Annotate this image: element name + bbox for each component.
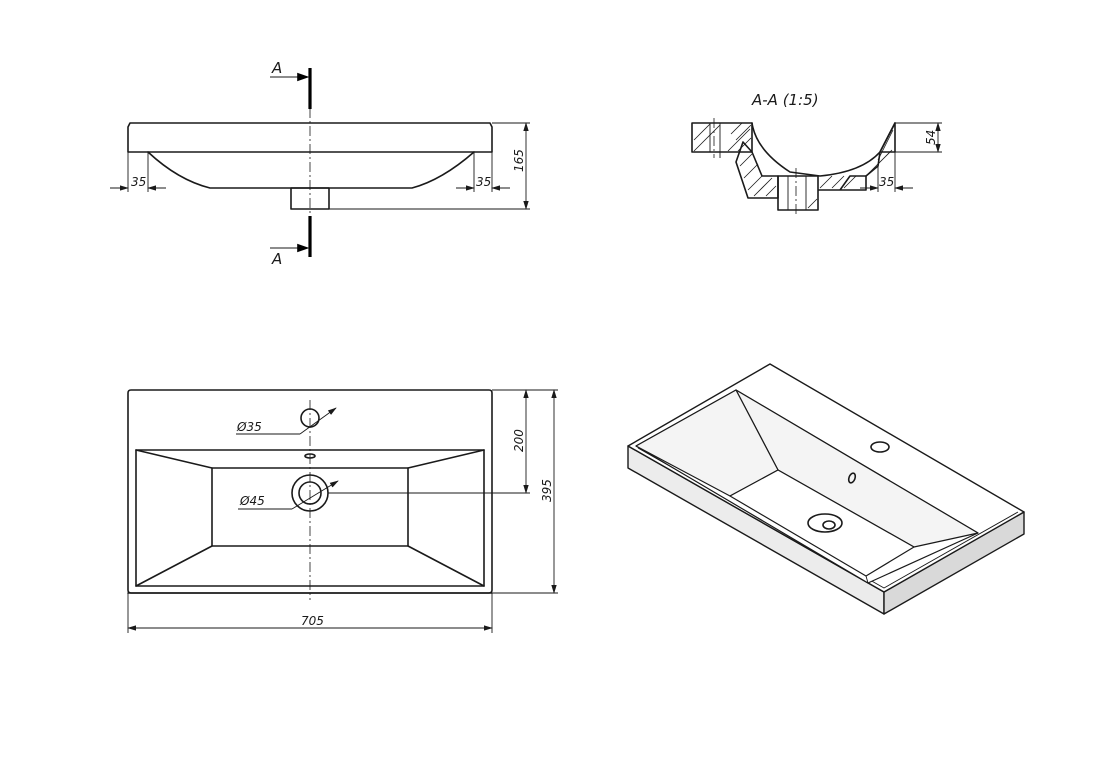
section-rim-hatch: [693, 122, 752, 152]
top-view-basin-corners: [135, 449, 485, 587]
section-rim-block: [691, 122, 753, 153]
dim-drain-pos-text: 200: [512, 429, 526, 452]
dim-rim-offset-text: 35: [879, 175, 894, 189]
section-right-hatch: [865, 129, 894, 177]
iso-drain-outer: [807, 513, 843, 533]
iso-tap-hole: [870, 441, 890, 453]
iso-drain-inner: [822, 520, 836, 530]
drain-diameter-text: Ø45: [239, 494, 265, 508]
dim-height-text: 165: [512, 149, 526, 172]
front-view-bowl: [147, 151, 475, 189]
isometric-view: [627, 363, 1025, 615]
iso-basin-floor: [729, 469, 915, 577]
dim-depth-text: 395: [540, 479, 554, 502]
section-view: A-A (1:5): [691, 91, 942, 216]
section-bowl-floor: [751, 122, 896, 177]
dim-right-offset-text: 35: [476, 175, 491, 189]
cut-label-top: A: [271, 59, 282, 77]
cut-label-bottom: A: [271, 250, 282, 268]
tap-hole-diameter-text: Ø35: [236, 420, 262, 434]
dim-rim-depth-text: 54: [924, 130, 938, 145]
section-outlet: [777, 175, 867, 211]
front-view: A A 35 35 165: [110, 59, 530, 268]
top-view: Ø35 Ø45 200 395 705: [127, 389, 558, 633]
iso-front-slope: [865, 575, 869, 584]
section-title: A-A (1:5): [751, 91, 819, 109]
section-right-rim: [865, 122, 896, 177]
tap-hole-leader-diag: [299, 407, 337, 435]
dim-left-offset-text: 35: [131, 175, 146, 189]
section-outlet-hatch: [807, 175, 857, 209]
section-wall-hatch: [739, 153, 777, 197]
iso-overflow-slot: [847, 472, 857, 484]
drain-leader-diag: [291, 480, 339, 510]
section-wall: [735, 141, 779, 199]
dim-width-text: 705: [301, 614, 324, 628]
